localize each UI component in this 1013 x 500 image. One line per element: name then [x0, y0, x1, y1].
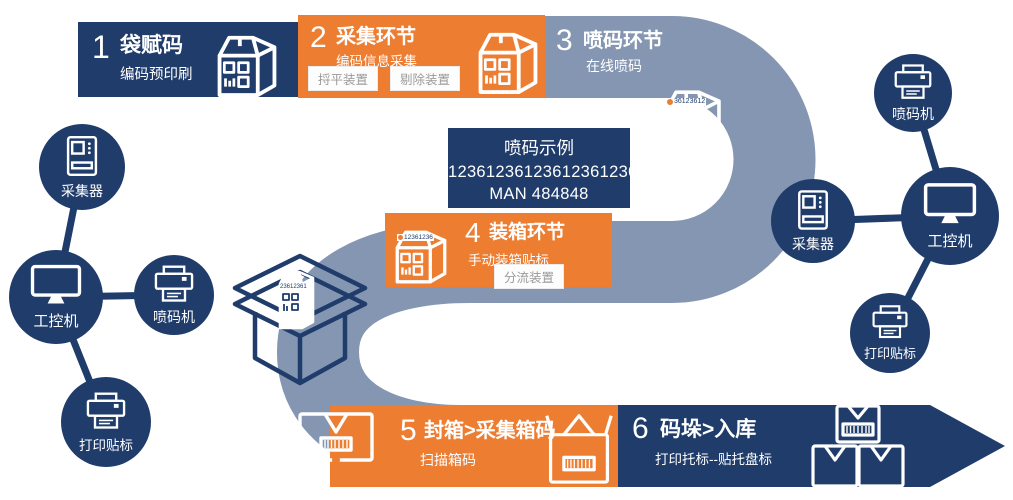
step-3-title: 喷码环节 [583, 30, 663, 52]
open-box-icon [232, 253, 368, 386]
device-label: 喷码机 [153, 308, 195, 325]
step-6-number: 6 [632, 412, 649, 445]
device-collector-right: 采集器 [771, 179, 855, 263]
device-label: 打印贴标 [863, 346, 916, 361]
pallet-stack-icon [811, 404, 905, 488]
printer-icon [894, 63, 932, 99]
printer-icon [86, 392, 126, 429]
device-label: 喷码机 [892, 105, 934, 122]
step-2-chip-flatten: 捋平装置 [308, 66, 379, 91]
sample-batch-line: MAN 484848 [489, 185, 589, 203]
step-5-box: 5 封箱>采集箱码 扫描箱码 [330, 405, 618, 487]
step-5-subtitle: 扫描箱码 [420, 452, 476, 468]
step-5-title: 封箱>采集箱码 [424, 420, 556, 442]
code-dot [667, 98, 673, 105]
step4-inkjet-code: 12361236 [397, 234, 434, 242]
printer-icon [154, 265, 194, 302]
step-6-subtitle: 打印托标--贴托盘标 [655, 452, 772, 467]
carton-package-icon [478, 32, 538, 94]
monitor-icon [30, 264, 82, 304]
s-curve-band [276, 15, 816, 487]
step-3-subtitle: 在线喷码 [586, 58, 642, 74]
device-label-printer-left: 打印贴标 [61, 377, 151, 467]
carton-package-icon [665, 90, 721, 149]
step-6-chevron [615, 405, 1005, 487]
carton-package-icon [395, 230, 447, 284]
carton-package-icon [217, 35, 277, 97]
step-1-title: 袋赋码 [120, 34, 183, 57]
device-label: 打印贴标 [79, 437, 133, 453]
device-label: 采集器 [792, 235, 834, 252]
step-3-number: 3 [556, 24, 573, 57]
device-collector-left: 采集器 [39, 124, 125, 210]
device-ipc-left: 工控机 [9, 250, 103, 344]
step-2-number: 2 [310, 21, 327, 54]
open-carton-box-icon [545, 414, 613, 484]
collector-icon [66, 135, 98, 176]
device-inkjet-right: 喷码机 [874, 54, 952, 132]
device-label: 采集器 [61, 182, 103, 199]
code-dot [398, 235, 403, 241]
sealed-box-icon [298, 412, 374, 464]
step-2-title: 采集环节 [336, 26, 416, 48]
step-4-title: 装箱环节 [489, 222, 566, 243]
step-1-box: 1 袋赋码 编码预印刷 [78, 22, 298, 97]
step-6-title: 码垛>入库 [660, 418, 757, 441]
step-4-number: 4 [465, 217, 481, 248]
device-label: 工控机 [33, 313, 79, 330]
device-label: 工控机 [927, 233, 973, 250]
openbox-package-code: 23612361 [280, 284, 307, 291]
device-label-printer-right: 打印贴标 [850, 293, 930, 373]
step-4-chip-divert: 分流装置 [494, 264, 565, 289]
monitor-icon [923, 183, 977, 224]
device-ipc-right: 工控机 [901, 167, 999, 265]
step-2-subtitle: 编码信息采集 [336, 54, 417, 69]
spray-code-sample-box: 喷码示例 12361236123612361236 MAN 484848 [448, 128, 638, 208]
device-inkjet-left: 喷码机 [134, 255, 214, 335]
sample-code-line: 12361236123612361236 [448, 163, 638, 181]
printer-icon [872, 305, 908, 339]
step-5-number: 5 [400, 414, 417, 447]
step-2-chip-reject: 剔除装置 [390, 66, 461, 91]
collector-icon [798, 189, 828, 230]
step-1-number: 1 [92, 29, 110, 65]
sample-title: 喷码示例 [504, 138, 574, 158]
step-1-subtitle: 编码预印刷 [120, 67, 193, 83]
step3-inkjet-code: 36123612 [666, 98, 707, 106]
